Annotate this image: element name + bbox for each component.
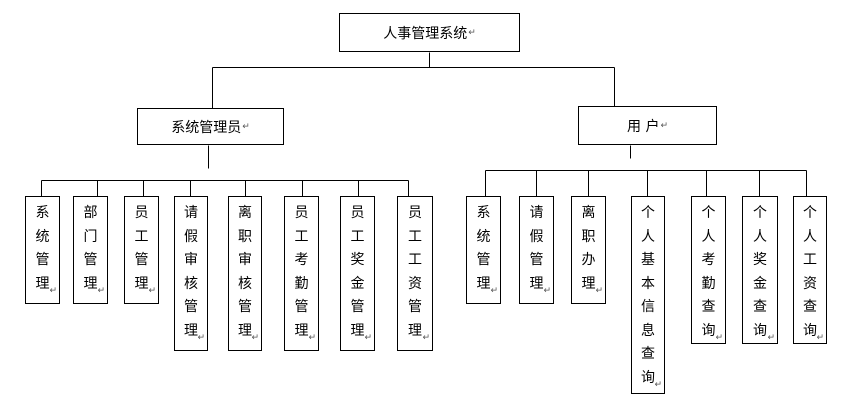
paragraph-mark: ↵ — [242, 121, 250, 132]
paragraph-mark: ↵ — [490, 285, 498, 296]
leaf-node-admin-5: 离职审核管理↵ — [228, 196, 262, 351]
leaf-node-label: 个人工资查询 — [803, 205, 817, 339]
leaf-node-label: 离职办理 — [581, 205, 596, 292]
paragraph-mark: ↵ — [251, 332, 259, 343]
leaf-node-label: 个人奖金查询 — [753, 205, 767, 339]
leaf-node-admin-4: 请假审核管理↵ — [174, 196, 208, 351]
paragraph-mark: ↵ — [308, 332, 316, 343]
leaf-node-label: 员工考勤管理 — [294, 205, 309, 339]
paragraph-mark: ↵ — [660, 120, 668, 131]
leaf-node-admin-7: 员工奖金管理↵ — [340, 196, 375, 351]
leaf-node-label: 员工奖金管理 — [350, 205, 365, 339]
branch-node-label: 系统管理员 — [171, 119, 242, 136]
paragraph-mark: ↵ — [97, 285, 105, 296]
leaf-node-user-4: 个人基本信息查询↵ — [631, 196, 665, 394]
paragraph-mark: ↵ — [816, 332, 824, 343]
leaf-node-label: 员工管理 — [134, 205, 149, 292]
leaf-node-label: 员工工资管理 — [408, 205, 422, 339]
leaf-node-user-7: 个人工资查询↵ — [793, 196, 827, 344]
leaf-node-label: 部门管理 — [83, 205, 98, 292]
leaf-node-label: 个人基本信息查询 — [641, 205, 655, 386]
leaf-node-admin-2: 部门管理↵ — [73, 196, 108, 304]
leaf-node-admin-1: 系统管理↵ — [25, 196, 60, 304]
branch-node-label: 用 户 — [627, 118, 660, 135]
leaf-node-label: 请假管理 — [529, 205, 544, 292]
paragraph-mark: ↵ — [364, 332, 372, 343]
leaf-node-user-1: 系统管理↵ — [466, 196, 501, 304]
leaf-node-admin-8: 员工工资管理↵ — [397, 196, 433, 351]
paragraph-mark: ↵ — [49, 285, 57, 296]
paragraph-mark: ↵ — [148, 285, 156, 296]
paragraph-mark: ↵ — [715, 332, 723, 343]
leaf-node-user-5: 个人考勤查询↵ — [691, 196, 726, 344]
leaf-node-label: 系统管理 — [35, 205, 50, 292]
paragraph-mark: ↵ — [654, 379, 662, 390]
leaf-node-admin-3: 员工管理↵ — [124, 196, 159, 304]
branch-node-user: 用 户↵ — [578, 106, 717, 145]
paragraph-mark: ↵ — [767, 332, 775, 343]
paragraph-mark: ↵ — [595, 285, 603, 296]
paragraph-mark: ↵ — [468, 27, 476, 38]
paragraph-mark: ↵ — [197, 332, 205, 343]
leaf-node-user-2: 请假管理↵ — [519, 196, 554, 304]
leaf-node-label: 系统管理 — [476, 205, 491, 292]
paragraph-mark: ↵ — [422, 332, 430, 343]
leaf-node-user-3: 离职办理↵ — [571, 196, 606, 304]
leaf-node-user-6: 个人奖金查询↵ — [742, 196, 778, 344]
paragraph-mark: ↵ — [543, 285, 551, 296]
leaf-node-label: 离职审核管理 — [238, 205, 252, 339]
branch-node-admin: 系统管理员↵ — [137, 108, 284, 145]
root-node: 人事管理系统↵ — [339, 13, 520, 52]
root-node-label: 人事管理系统 — [383, 25, 468, 42]
leaf-node-label: 个人考勤查询 — [701, 205, 716, 339]
leaf-node-admin-6: 员工考勤管理↵ — [284, 196, 319, 351]
leaf-node-label: 请假审核管理 — [184, 205, 198, 339]
